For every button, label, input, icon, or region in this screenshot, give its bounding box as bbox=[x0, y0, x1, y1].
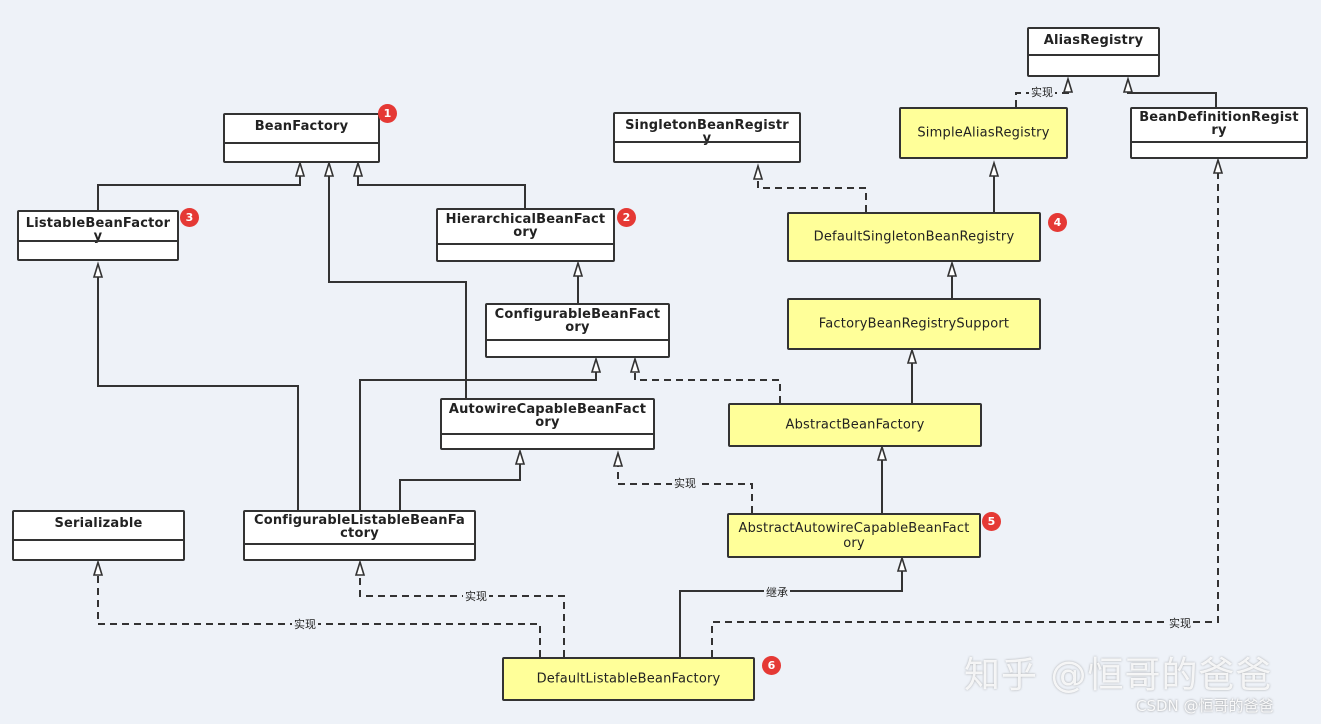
node-label: DefaultSingletonBeanRegistry bbox=[813, 229, 1015, 245]
edge-hbf-bf bbox=[357, 172, 526, 208]
arrowhead bbox=[946, 260, 958, 277]
node-listable-bean-factory: ListableBeanFactory bbox=[17, 210, 179, 261]
arrowhead bbox=[590, 356, 602, 373]
node-default-listable-bean-factory: DefaultListableBeanFactory bbox=[502, 657, 755, 701]
node-label: HierarchicalBeanFactory bbox=[445, 212, 606, 240]
arrowhead bbox=[352, 160, 364, 177]
arrowhead bbox=[294, 160, 306, 177]
edge-label-impl: 实现 bbox=[463, 590, 489, 603]
edge-label-impl: 实现 bbox=[1167, 617, 1193, 630]
node-label: SimpleAliasRegistry bbox=[917, 125, 1050, 141]
node-label: DefaultListableBeanFactory bbox=[536, 671, 721, 687]
compartment-divider bbox=[14, 539, 183, 541]
node-label: ListableBeanFactory bbox=[25, 216, 171, 244]
arrowhead bbox=[572, 260, 584, 277]
node-bean-factory: BeanFactory bbox=[223, 113, 380, 163]
arrowhead bbox=[354, 559, 366, 576]
edge-label-extends: 继承 bbox=[764, 586, 790, 599]
edge-dlbf-bdr bbox=[711, 172, 1219, 657]
arrowhead bbox=[906, 347, 918, 364]
watermark-zhihu: 知乎 @恒哥的爸爸 bbox=[964, 655, 1273, 696]
compartment-divider bbox=[1029, 54, 1158, 56]
node-label: AutowireCapableBeanFactory bbox=[448, 402, 647, 430]
node-label: AliasRegistry bbox=[1043, 33, 1144, 48]
node-label: BeanDefinitionRegistry bbox=[1139, 110, 1299, 138]
arrowhead bbox=[1122, 76, 1134, 93]
node-label: ConfigurableBeanFactory bbox=[494, 307, 661, 335]
arrowhead bbox=[514, 448, 526, 465]
badge-3: 3 bbox=[180, 208, 199, 227]
node-bean-definition-registry: BeanDefinitionRegistry bbox=[1130, 107, 1308, 159]
compartment-divider bbox=[19, 240, 177, 242]
node-autowire-capable-bean-factory: AutowireCapableBeanFactory bbox=[440, 398, 655, 450]
edge-abf-cbf bbox=[634, 370, 781, 403]
compartment-divider bbox=[225, 142, 378, 144]
badge-5: 5 bbox=[982, 512, 1001, 531]
arrowhead bbox=[876, 444, 888, 461]
node-factory-bean-registry-support: FactoryBeanRegistrySupport bbox=[787, 298, 1041, 350]
badge-4: 4 bbox=[1048, 213, 1067, 232]
edge-clbf-cbf bbox=[359, 370, 597, 510]
node-label: AbstractAutowireCapableBeanFactory bbox=[738, 520, 970, 551]
node-singleton-bean-registry: SingletonBeanRegistry bbox=[613, 112, 801, 163]
arrowhead bbox=[612, 450, 624, 467]
arrowhead bbox=[752, 163, 764, 180]
badge-6: 6 bbox=[762, 656, 781, 675]
arrowhead bbox=[323, 160, 335, 177]
node-label: BeanFactory bbox=[254, 119, 349, 134]
node-serializable: Serializable bbox=[12, 510, 185, 561]
badge-2: 2 bbox=[617, 208, 636, 227]
arrowhead bbox=[896, 555, 908, 572]
arrowhead bbox=[988, 160, 1000, 177]
compartment-divider bbox=[487, 339, 668, 341]
node-label: Serializable bbox=[54, 516, 143, 531]
edge-lbf-bf bbox=[97, 172, 301, 210]
edge-acbf-bf bbox=[328, 172, 467, 398]
edge-dsbr-sbr bbox=[757, 178, 867, 212]
node-hierarchical-bean-factory: HierarchicalBeanFactory bbox=[436, 208, 615, 262]
node-simple-alias-registry: SimpleAliasRegistry bbox=[899, 107, 1068, 159]
edge-label-impl: 实现 bbox=[292, 618, 318, 631]
edge-clbf-lbf bbox=[97, 275, 299, 510]
compartment-divider bbox=[245, 543, 474, 545]
compartment-divider bbox=[615, 141, 799, 143]
edge-bdr-alias bbox=[1127, 84, 1217, 107]
compartment-divider bbox=[442, 433, 653, 435]
watermark-csdn: CSDN @恒哥的爸爸 bbox=[1136, 697, 1274, 715]
node-abstract-autowire-capable-bean-factory: AbstractAutowireCapableBeanFactory bbox=[727, 513, 981, 558]
node-configurable-listable-bean-factory: ConfigurableListableBeanFactory bbox=[243, 510, 476, 561]
edge-dlbf-ser bbox=[97, 575, 541, 657]
arrowhead bbox=[1062, 76, 1074, 93]
arrowhead bbox=[92, 559, 104, 576]
edge-clbf-acbf bbox=[399, 463, 521, 510]
node-label: FactoryBeanRegistrySupport bbox=[818, 316, 1010, 332]
badge-1: 1 bbox=[378, 104, 397, 123]
compartment-divider bbox=[438, 243, 613, 245]
edge-dlbf-aacbf bbox=[679, 571, 903, 657]
node-default-singleton-bean-registry: DefaultSingletonBeanRegistry bbox=[787, 212, 1041, 262]
node-label: SingletonBeanRegistry bbox=[625, 118, 789, 146]
node-label: ConfigurableListableBeanFactory bbox=[253, 513, 466, 541]
edge-label-impl: 实现 bbox=[672, 477, 698, 490]
edge-dlbf-clbf bbox=[359, 575, 565, 657]
node-label: AbstractBeanFactory bbox=[785, 417, 925, 433]
node-configurable-bean-factory: ConfigurableBeanFactory bbox=[485, 303, 670, 358]
node-alias-registry: AliasRegistry bbox=[1027, 27, 1160, 77]
node-abstract-bean-factory: AbstractBeanFactory bbox=[728, 403, 982, 447]
arrowhead bbox=[92, 261, 104, 278]
arrowhead bbox=[1212, 157, 1224, 174]
compartment-divider bbox=[1132, 141, 1306, 143]
arrowhead bbox=[629, 356, 641, 373]
edge-label-impl: 实现 bbox=[1029, 86, 1055, 99]
